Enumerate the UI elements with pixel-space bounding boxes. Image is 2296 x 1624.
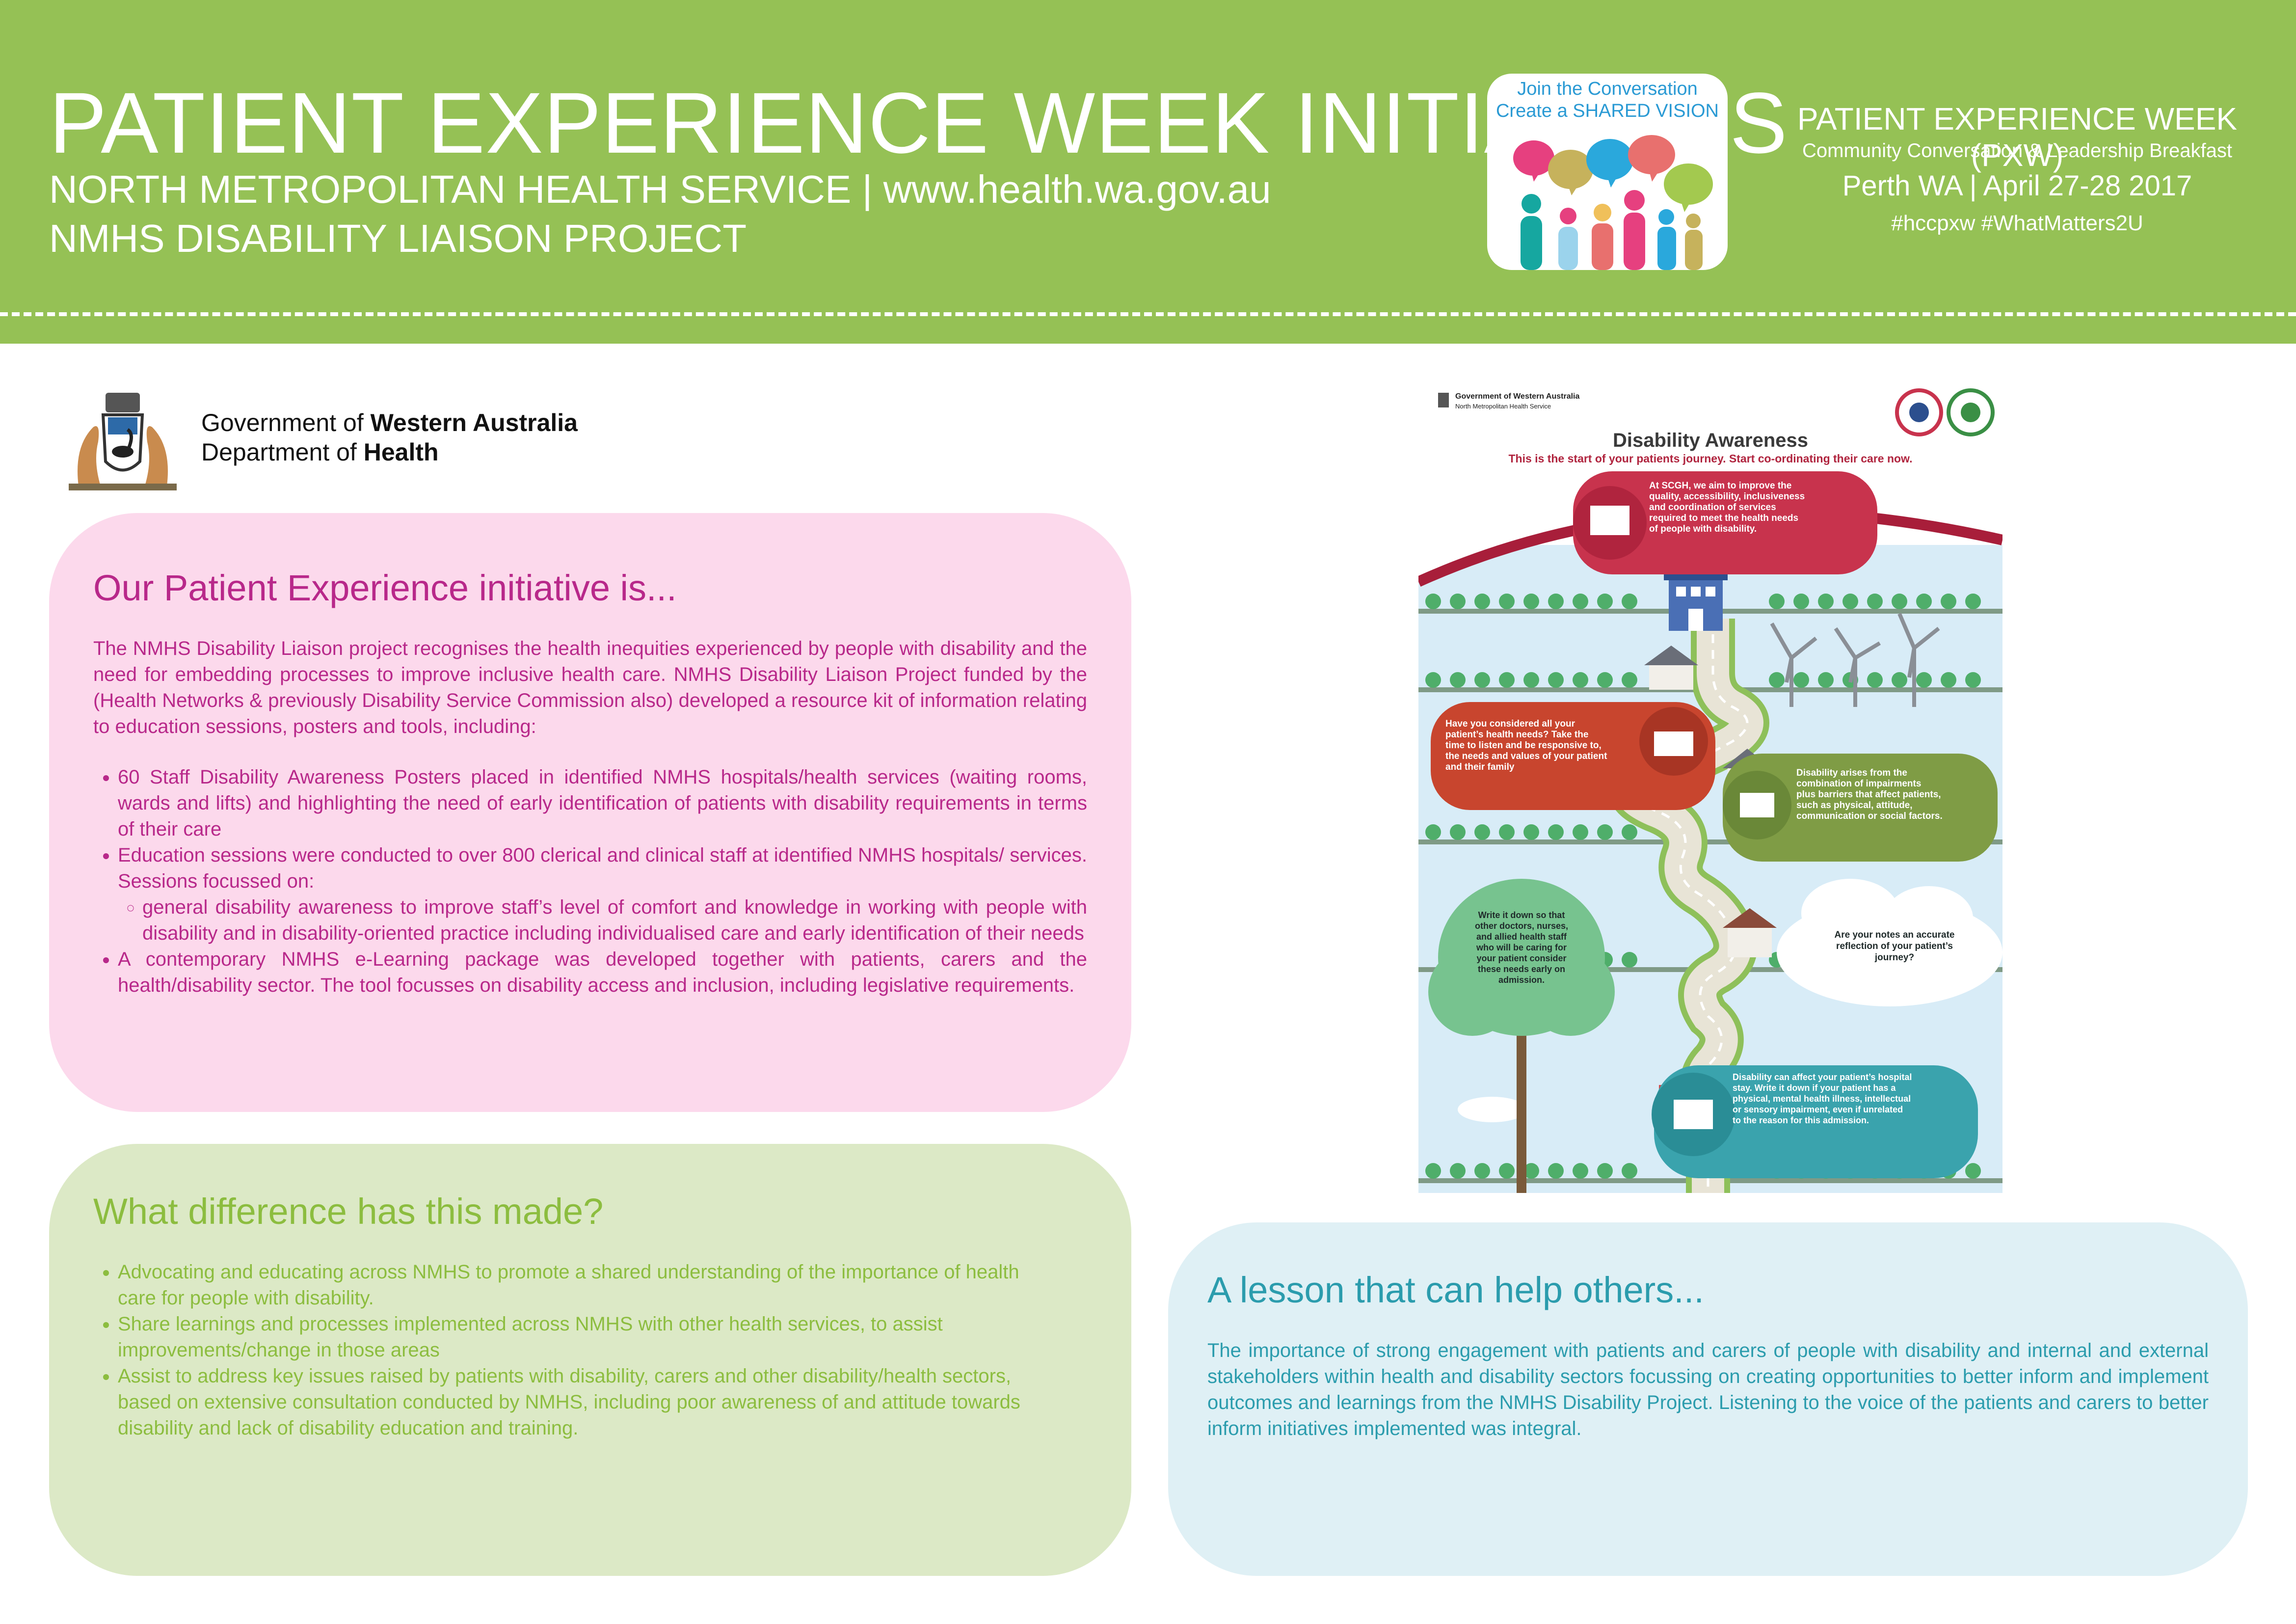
poster-cloud1-line: your patient consider	[1476, 953, 1566, 963]
header-banner: PATIENT EXPERIENCE WEEK INITIATIVES NORT…	[0, 0, 2296, 344]
initiative-intro: The NMHS Disability Liaison project reco…	[93, 638, 1087, 737]
poster-bubble4-line: stay. Write it down if your patient has …	[1733, 1083, 1896, 1093]
poster-bubble3-line: Disability arises from the	[1796, 768, 1907, 778]
list-item: 60 Staff Disability Awareness Posters pl…	[118, 764, 1087, 842]
pxw-hashtags: #hccpxw #WhatMatters2U	[1891, 211, 2143, 235]
logo-line-2: Create a SHARED VISION	[1495, 101, 1719, 121]
poster-bubble3-line: such as physical, attitude,	[1796, 800, 1913, 811]
poster-illustration: Government of Western Australia North Me…	[1418, 383, 2002, 1193]
people-speech-icon	[1513, 135, 1713, 270]
poster-bubble1-line: of people with disability.	[1649, 524, 1757, 534]
poster-bubble3-line: communication or social factors.	[1796, 811, 1943, 821]
initiative-panel: Our Patient Experience initiative is... …	[49, 513, 1131, 1112]
poster-gov-line-1: Government of Western Australia	[1455, 392, 1579, 401]
poster-bubble4-line: physical, mental health illness, intelle…	[1733, 1094, 1911, 1104]
poster-bubble4-line: Disability can affect your patient’s hos…	[1733, 1072, 1912, 1082]
gov-line-2: Department of Health	[201, 438, 439, 466]
initiative-heading: Our Patient Experience initiative is...	[93, 568, 677, 608]
poster-cloud1-line: and allied health staff	[1476, 932, 1567, 942]
poster-cloud1-line: Write it down so that	[1478, 910, 1565, 920]
poster-bubble2-line: patient’s health needs? Take the	[1445, 730, 1588, 740]
poster-cloud1-line: who will be caring for	[1476, 943, 1567, 952]
pxw-title: PATIENT EXPERIENCE WEEK (PXW)	[1797, 101, 2238, 173]
project-subtitle: NMHS DISABILITY LIAISON PROJECT	[49, 217, 747, 260]
service-subtitle: NORTH METROPOLITAN HEALTH SERVICE | www.…	[49, 167, 1271, 211]
poster-bubble3-line: plus barriers that affect patients,	[1796, 789, 1941, 800]
poster-cloud1-line: these needs early on	[1478, 964, 1565, 974]
lesson-heading: A lesson that can help others...	[1207, 1270, 1704, 1310]
coat-of-arms-icon	[69, 393, 177, 490]
list-item: Education sessions were conducted to ove…	[118, 842, 1087, 947]
lesson-body: The importance of strong engagement with…	[1207, 1340, 2209, 1439]
poster-bubble2-line: the needs and values of your patient	[1445, 751, 1607, 761]
list-item: Share learnings and processes implemente…	[118, 1311, 1058, 1363]
initiative-list: 60 Staff Disability Awareness Posters pl…	[93, 764, 1087, 999]
disability-awareness-poster: Government of Western Australia North Me…	[1418, 383, 2002, 1193]
poster-cloud1-line: admission.	[1498, 975, 1545, 985]
poster-cloud2-line: journey?	[1874, 952, 1914, 963]
difference-list: Advocating and educating across NMHS to …	[93, 1259, 1058, 1441]
difference-heading: What difference has this made?	[93, 1191, 604, 1232]
list-item: A contemporary NMHS e-Learning package w…	[118, 947, 1087, 999]
pxw-subtitle: Community Conversation & Leadership Brea…	[1802, 140, 2232, 162]
poster-cloud1-line: other doctors, nurses,	[1475, 921, 1568, 931]
poster-cloud2-line: reflection of your patient’s	[1836, 941, 1953, 951]
poster-bubble4-line: to the reason for this admission.	[1733, 1115, 1869, 1125]
list-item: Advocating and educating across NMHS to …	[118, 1259, 1058, 1311]
poster-title: Disability Awareness	[1613, 430, 1808, 451]
poster-bubble3-line: combination of impairments	[1796, 779, 1921, 789]
pxw-location-date: Perth WA | April 27-28 2017	[1842, 170, 2192, 202]
poster-bubble2-line: time to listen and be responsive to,	[1445, 740, 1602, 751]
poster-bubble4-line: or sensory impairment, even if unrelated	[1733, 1105, 1903, 1114]
gov-line-1: Government of Western Australia	[201, 409, 578, 436]
poster-bubble1-line: and coordination of services	[1649, 502, 1776, 513]
list-item: general disability awareness to improve …	[142, 894, 1087, 947]
government-logo: Government of Western Australia Departme…	[59, 388, 648, 496]
poster-tagline: This is the start of your patients journ…	[1508, 452, 1912, 465]
list-item: Assist to address key issues raised by p…	[118, 1363, 1058, 1441]
logo-line-1: Join the Conversation	[1517, 79, 1698, 99]
header-dashed-divider	[0, 312, 2296, 316]
lesson-panel: A lesson that can help others... The imp…	[1168, 1222, 2248, 1576]
poster-gov-line-2: North Metropolitan Health Service	[1455, 403, 1551, 410]
poster-bubble2-line: and their family	[1445, 762, 1515, 772]
poster-bubble1-line: quality, accessibility, inclusiveness	[1649, 491, 1805, 502]
difference-panel: What difference has this made? Advocatin…	[49, 1144, 1131, 1576]
shared-vision-logo: Join the Conversation Create a SHARED VI…	[1487, 74, 1728, 270]
poster-bubble2-line: Have you considered all your	[1445, 719, 1575, 729]
poster-cloud2-line: Are your notes an accurate	[1835, 930, 1955, 940]
poster-bubble1-line: required to meet the health needs	[1649, 513, 1798, 523]
poster-bubble1-line: At SCGH, we aim to improve the	[1649, 481, 1791, 491]
